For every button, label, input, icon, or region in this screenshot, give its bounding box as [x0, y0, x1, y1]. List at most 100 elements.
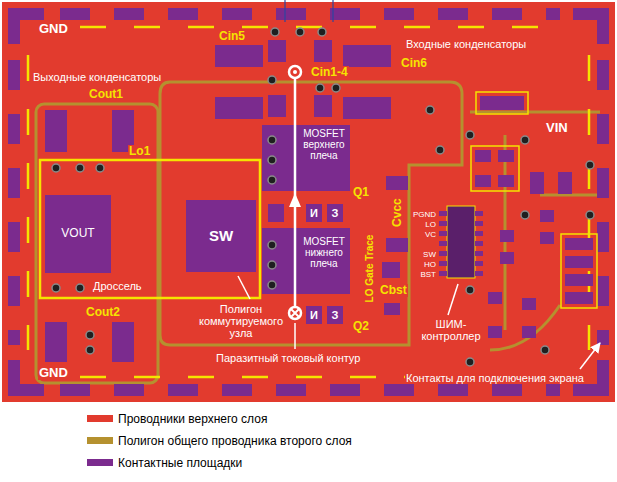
pin-name: HO: [423, 261, 437, 270]
board-top-copper: [2, 2, 615, 402]
pin-name: VC: [424, 231, 437, 240]
pointer-line: [332, 0, 333, 22]
via: [86, 331, 94, 339]
via: [271, 28, 279, 36]
ic-pin: [475, 211, 483, 216]
via: [466, 131, 474, 139]
via: [318, 28, 326, 36]
via: [76, 164, 84, 172]
via: [426, 106, 434, 114]
legend-text: Контактные площадки: [118, 456, 242, 470]
silkscreen-line: [588, 55, 591, 350]
capacitor-pad: [45, 110, 67, 152]
component-pad: [565, 256, 593, 268]
via: [296, 28, 304, 36]
output-ground-polygon: [36, 104, 158, 383]
shield-contact-row: [60, 8, 560, 20]
part-designator: Cout1: [88, 88, 124, 101]
contact-pad: И: [306, 306, 322, 324]
capacitor-pad: [343, 45, 391, 67]
via: [268, 156, 276, 164]
annotation: Полигон коммутируемого узла: [195, 303, 287, 339]
shield-corner: [573, 8, 609, 44]
ic-pin: [439, 241, 447, 246]
component-pad: [498, 175, 514, 187]
legend-row: Полигон общего проводника второго слоя: [87, 433, 352, 448]
current-in-cross: [291, 309, 299, 317]
component-pad: [488, 326, 502, 338]
ic-pins: [439, 211, 483, 276]
via: [521, 136, 529, 144]
shield-contact-row: [597, 60, 609, 345]
shield-contact-row: [60, 384, 560, 396]
capacitor-pad: [215, 45, 263, 67]
ic-pin: [475, 221, 483, 226]
via: [268, 176, 276, 184]
leader-line: [580, 343, 600, 369]
parasitic-current-loop: [289, 66, 301, 319]
component-outlines: [471, 92, 597, 308]
shield-contacts-dashed: [14, 14, 603, 390]
net-name: GND: [38, 366, 69, 380]
part-designator: Cin5: [218, 30, 246, 43]
part-designator: Cbst: [379, 284, 408, 297]
via: [96, 164, 104, 172]
component-pad: [475, 175, 491, 187]
via: [586, 161, 594, 169]
contact-pad: З: [327, 204, 343, 222]
part-designator: Lo1: [128, 145, 151, 158]
current-in-symbol: [289, 307, 301, 319]
mosfet-drain-pad: [262, 125, 350, 191]
capacitor-pad: [268, 40, 286, 62]
pads: [45, 40, 593, 362]
component-pad: [565, 238, 593, 250]
pad-label: SW: [209, 228, 233, 245]
capacitor-pad: [386, 238, 408, 252]
legend-row: Проводники верхнего слоя: [87, 411, 267, 426]
component-pad: [540, 210, 554, 222]
pin-name: PGND: [412, 211, 437, 220]
via: [586, 211, 594, 219]
power-ground-polygon: [160, 82, 462, 345]
annotation: Входные конденсаторы: [405, 38, 527, 50]
ground-polygon-layer2: [36, 82, 600, 383]
mosfet-pin-pad: [268, 204, 284, 222]
pwm-controller-chip: [439, 206, 483, 278]
ic-pin: [439, 221, 447, 226]
part-designator: Cin6: [400, 57, 428, 70]
via: [436, 146, 444, 154]
component-pad: [500, 252, 514, 264]
part-designator: Q2: [352, 320, 370, 333]
ic-pin: [475, 241, 483, 246]
component-pad: [475, 150, 491, 162]
pad-label: З: [332, 207, 339, 219]
component-pad: [498, 150, 514, 162]
part-designator: Cout2: [85, 306, 121, 319]
ic-pin: [439, 261, 447, 266]
capacitor-pad: [45, 322, 67, 362]
current-out-symbol: [289, 66, 301, 78]
trace-label: LO Gate Trace: [365, 233, 376, 303]
component-pad: [488, 292, 502, 304]
pin-name: LO: [424, 221, 437, 230]
annotation: Выходные конденсаторы: [32, 71, 162, 83]
component-pad: [530, 172, 544, 194]
annotation: Контакты для подключения экрана: [405, 372, 585, 384]
leader-line: [294, 323, 296, 349]
legend-swatch: [87, 437, 113, 444]
pad-label: VOUT: [61, 227, 94, 240]
shield-contacts: [8, 8, 609, 396]
component-pad: [565, 292, 593, 304]
legend-text: Проводники верхнего слоя: [118, 412, 267, 426]
component-pad: [522, 298, 536, 310]
via: [76, 284, 84, 292]
legend-swatch: [87, 459, 113, 466]
part-designator: Cin1-4: [310, 66, 349, 79]
part-designator: Cvcc: [390, 198, 403, 229]
current-path: [294, 78, 297, 307]
silkscreen-line: [27, 55, 30, 350]
component-outline: [471, 146, 519, 191]
via: [52, 284, 60, 292]
contact-pad: VOUT: [45, 195, 111, 273]
